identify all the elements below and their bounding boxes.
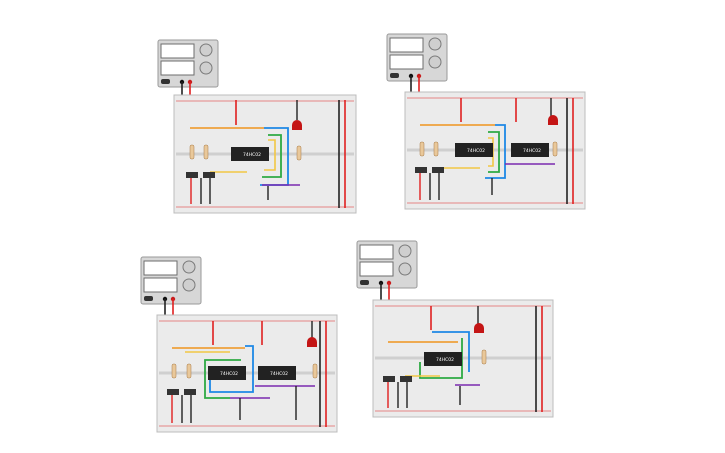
bench-power-supply-icon[interactable] bbox=[140, 256, 202, 305]
ic-chip[interactable]: 74HC02 bbox=[511, 143, 549, 157]
ic-chip[interactable]: 74HC02 bbox=[424, 352, 462, 366]
ic-chip[interactable]: 74HC02 bbox=[258, 366, 296, 380]
resistor-icon[interactable] bbox=[171, 363, 318, 379]
ic-chip[interactable]: 74HC02 bbox=[208, 366, 246, 380]
ic-chip-label: 74HC02 bbox=[270, 371, 288, 377]
ic-chip[interactable]: 74HC02 bbox=[231, 147, 269, 161]
breadboard-icon[interactable] bbox=[156, 314, 338, 433]
slide-switch-icon[interactable] bbox=[186, 172, 215, 204]
circuit-2[interactable]: 74HC02 74HC02 bbox=[386, 33, 586, 210]
ic-chip-label: 74HC02 bbox=[220, 371, 238, 377]
ic-chip-label: 74HC02 bbox=[436, 357, 454, 363]
breadboard-icon[interactable] bbox=[404, 91, 586, 210]
circuit-1[interactable]: 74HC02 bbox=[157, 39, 357, 214]
red-led-icon[interactable] bbox=[474, 323, 484, 333]
circuit-4[interactable]: 74HC02 bbox=[356, 240, 554, 418]
breadboard-icon[interactable] bbox=[372, 299, 554, 418]
ic-chip[interactable]: 74HC02 bbox=[455, 143, 493, 157]
resistor-icon[interactable] bbox=[419, 141, 558, 157]
red-led-icon[interactable] bbox=[292, 120, 302, 130]
slide-switch-icon[interactable] bbox=[383, 376, 412, 408]
bench-power-supply-icon[interactable] bbox=[386, 33, 448, 82]
slide-switch-icon[interactable] bbox=[167, 389, 196, 423]
ic-chip-label: 74HC02 bbox=[523, 148, 541, 154]
red-led-icon[interactable] bbox=[548, 115, 558, 125]
red-led-icon[interactable] bbox=[307, 337, 317, 347]
slide-switch-icon[interactable] bbox=[415, 167, 444, 200]
circuit-3[interactable]: 74HC02 74HC02 bbox=[140, 256, 338, 433]
bench-power-supply-icon[interactable] bbox=[157, 39, 219, 88]
resistor-icon[interactable] bbox=[189, 144, 302, 161]
resistor-icon[interactable] bbox=[481, 349, 487, 365]
ic-chip-label: 74HC02 bbox=[467, 148, 485, 154]
bench-power-supply-icon[interactable] bbox=[356, 240, 418, 289]
ic-chip-label: 74HC02 bbox=[243, 152, 261, 158]
